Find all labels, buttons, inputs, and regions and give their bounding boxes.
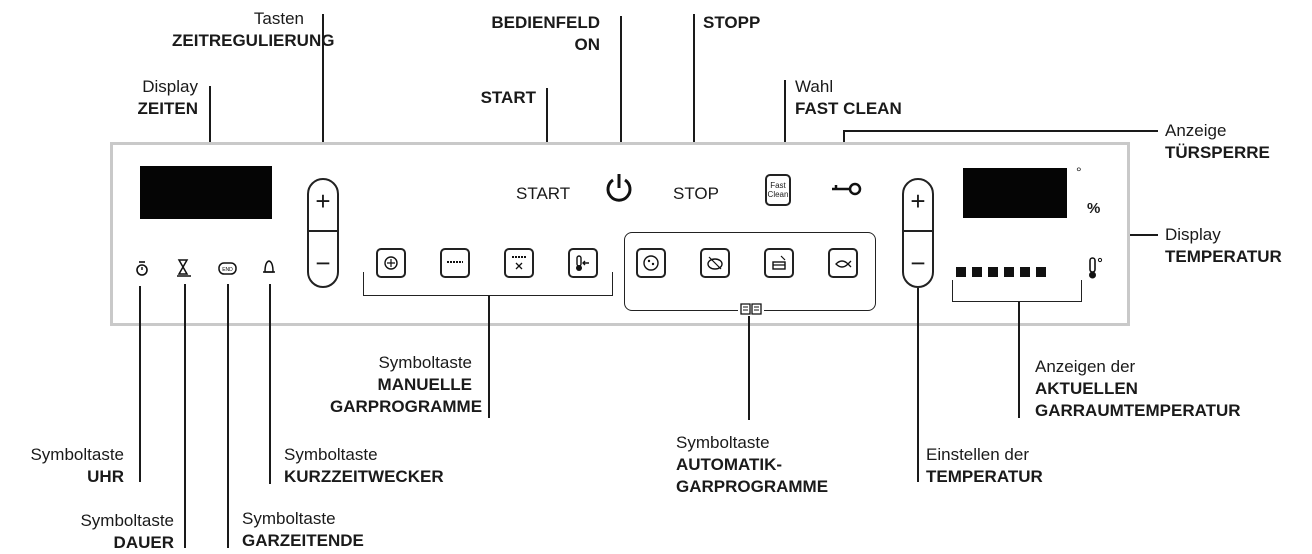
- temperature-bar-segment: [1036, 267, 1046, 277]
- fast-clean-button[interactable]: Fast Clean: [765, 174, 791, 206]
- leader-line-einstellen: [917, 288, 919, 482]
- leader-line-stopp: [693, 14, 695, 158]
- display-zeiten: [140, 166, 272, 219]
- auto-program-fish-icon[interactable]: [828, 248, 858, 278]
- plus-icon: +: [315, 186, 331, 216]
- time-plus-minus-button[interactable]: + −: [307, 178, 339, 288]
- auto-program-meat-icon[interactable]: [700, 248, 730, 278]
- leader-line-start: [546, 88, 548, 156]
- leader-line-bedienfeld: [620, 16, 622, 162]
- bell-icon[interactable]: [261, 258, 277, 281]
- svg-text:END: END: [222, 267, 233, 273]
- label-stopp: STOPP: [703, 13, 761, 32]
- key-lock-icon: [830, 182, 862, 196]
- leader-line-aktuelle-temp: [1018, 302, 1020, 418]
- control-panel: [110, 142, 1130, 326]
- manual-program-grill-fan-icon[interactable]: [504, 248, 534, 278]
- temperature-bar-segment: [1004, 267, 1014, 277]
- degree-symbol: °: [1076, 164, 1082, 180]
- start-button[interactable]: START: [516, 184, 571, 203]
- power-icon[interactable]: [604, 172, 634, 204]
- percent-symbol: %: [1087, 200, 1101, 217]
- manual-programs-bracket: [363, 272, 613, 296]
- hourglass-icon[interactable]: [174, 258, 194, 283]
- temperature-bar-segment: [988, 267, 998, 277]
- stop-button[interactable]: STOP: [673, 184, 719, 203]
- leader-line-fast-clean: [784, 80, 786, 166]
- divider: [307, 230, 339, 232]
- leader-line-zeitregulierung: [322, 14, 324, 178]
- display-temperatur: [963, 168, 1067, 218]
- leader-line-uhr: [139, 286, 141, 482]
- manual-program-fan-icon[interactable]: [376, 248, 406, 278]
- auto-program-cake-icon[interactable]: [764, 248, 794, 278]
- leader-line-dauer: [184, 284, 186, 548]
- temperature-bar-bracket: [952, 280, 1082, 302]
- leader-line-display-zeiten: [209, 86, 211, 160]
- leader-line-manuelle: [488, 296, 490, 418]
- temperature-plus-minus-button[interactable]: + −: [902, 178, 934, 288]
- temperature-bar-segment: [1020, 267, 1030, 277]
- label-start: START: [480, 88, 536, 107]
- end-time-icon[interactable]: END: [217, 260, 239, 281]
- clock-icon[interactable]: [133, 260, 151, 283]
- leader-line-kurzzeitwecker: [269, 284, 271, 484]
- leader-line-tuersperre-h: [843, 130, 1158, 132]
- book-icon: [738, 300, 764, 321]
- thermometer-icon: [1087, 256, 1103, 285]
- divider: [902, 230, 934, 232]
- plus-icon: +: [910, 186, 926, 216]
- auto-program-pizza-icon[interactable]: [636, 248, 666, 278]
- minus-icon: −: [910, 248, 926, 278]
- temperature-bar-segment: [972, 267, 982, 277]
- temperature-bar: [956, 264, 1052, 282]
- leader-line-automatik: [748, 316, 750, 420]
- manual-program-thermometer-icon[interactable]: [568, 248, 598, 278]
- manual-program-top-heat-icon[interactable]: [440, 248, 470, 278]
- leader-line-garzeitende: [227, 284, 229, 548]
- temperature-bar-segment: [956, 267, 966, 277]
- minus-icon: −: [315, 248, 331, 278]
